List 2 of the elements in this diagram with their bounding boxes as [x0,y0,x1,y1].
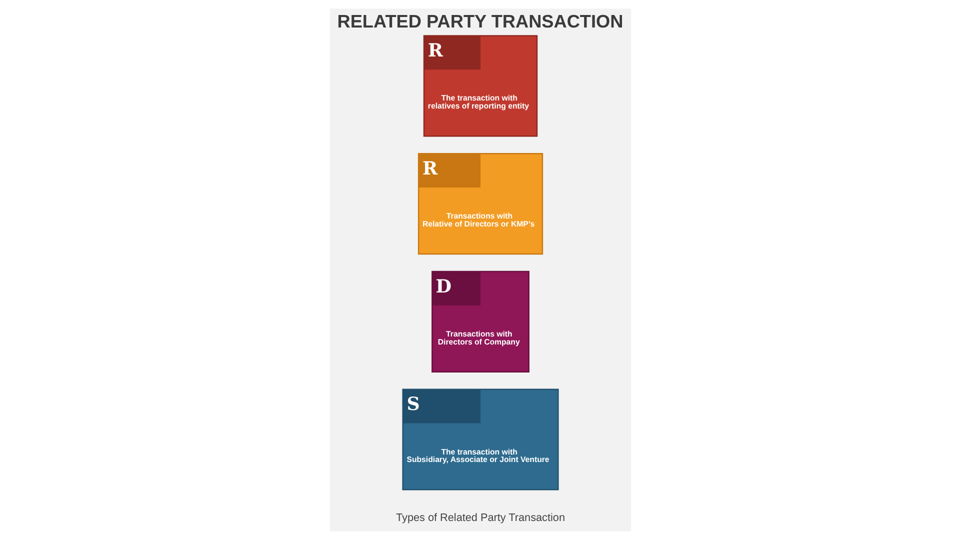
diagram-title: RELATED PARTY TRANSACTION [336,11,623,32]
label: Types of Related Party Transaction [395,512,565,524]
